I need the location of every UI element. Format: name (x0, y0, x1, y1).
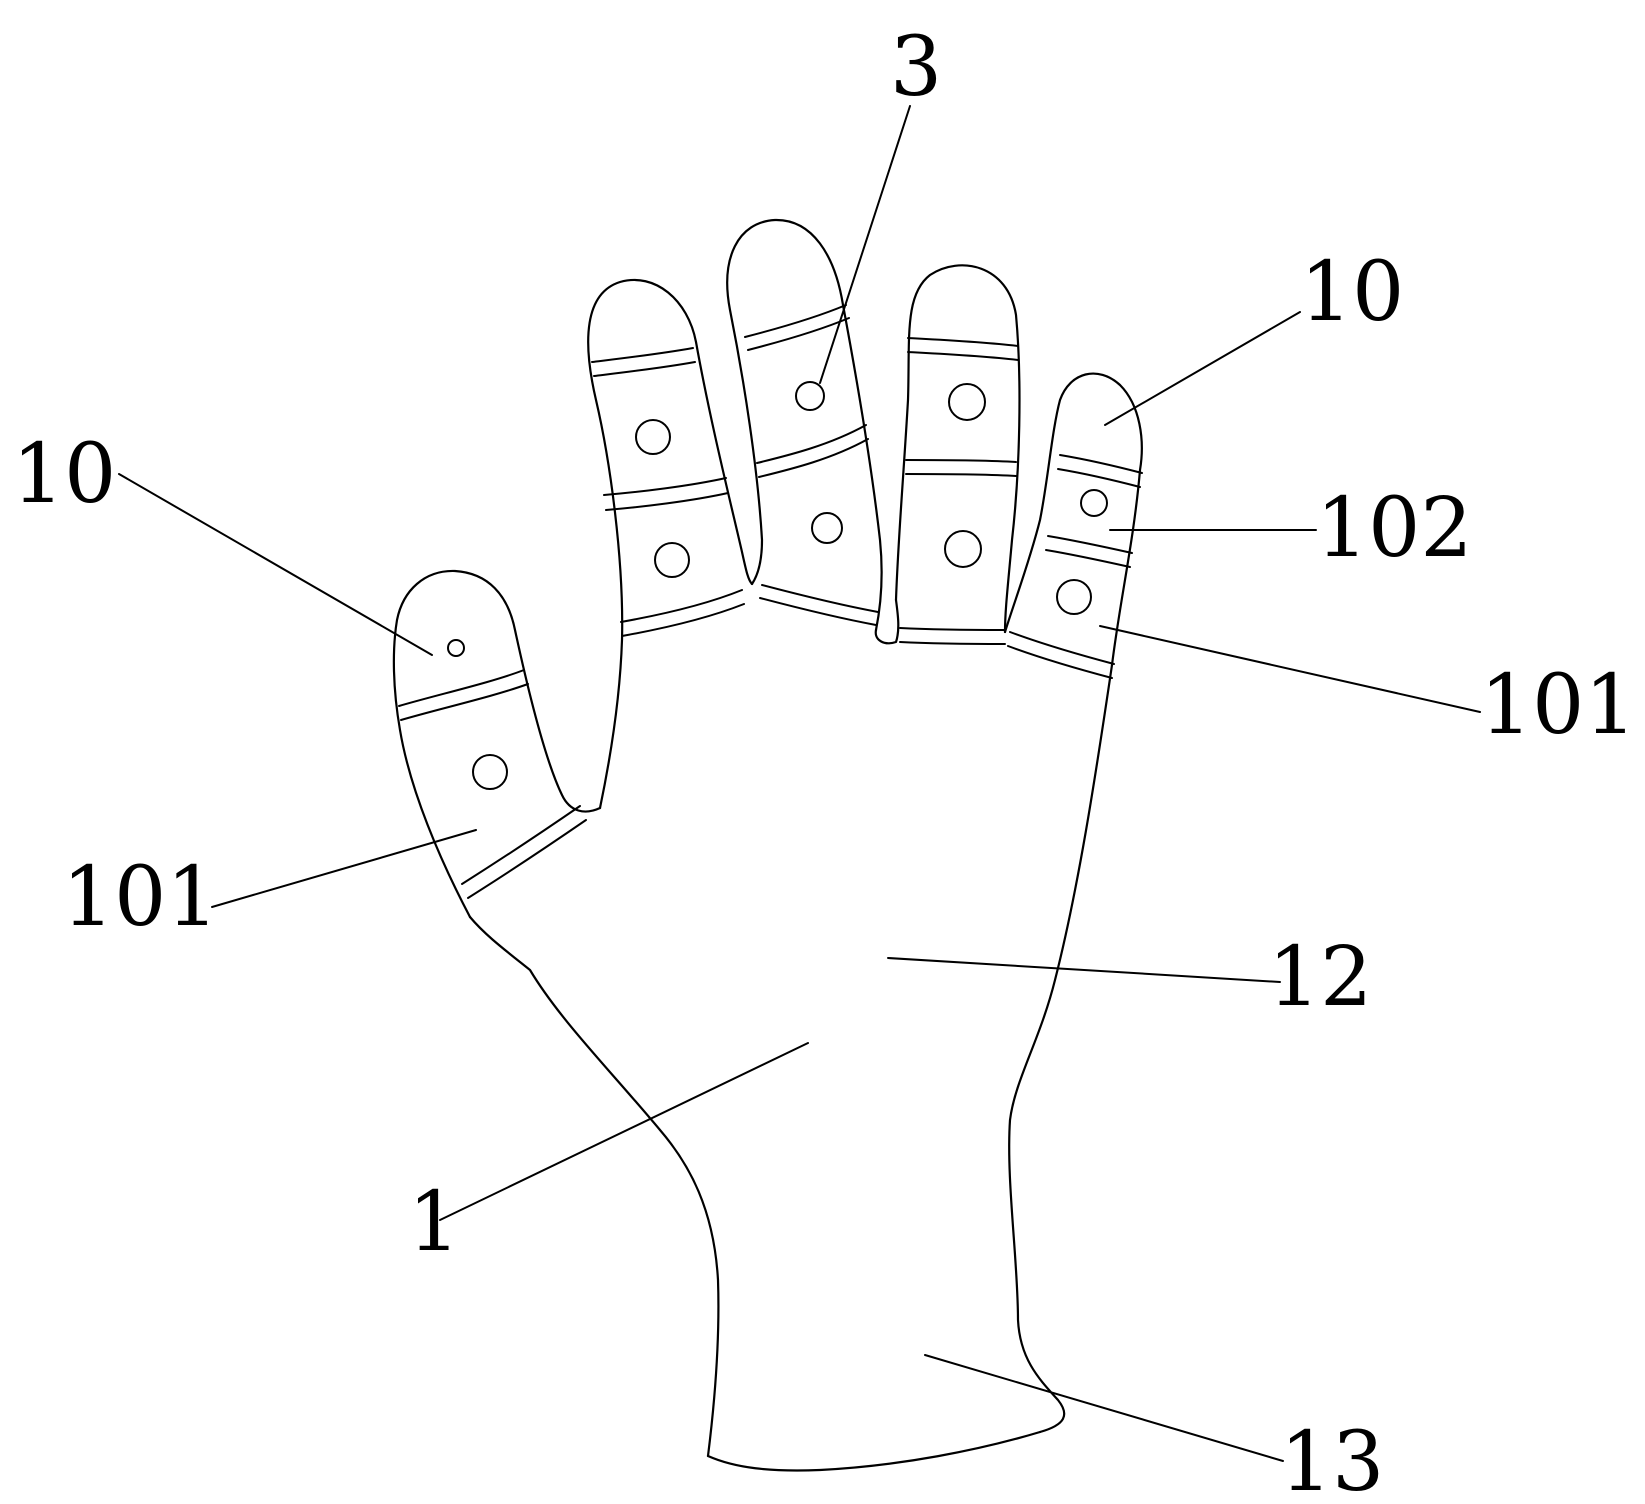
index-band-1b (593, 361, 696, 377)
thumb-band-base-a (461, 805, 581, 885)
thumb-band-upper-a (398, 669, 525, 707)
little-band-3b (1007, 645, 1113, 679)
ring-band-2a (905, 459, 1017, 463)
palm-right-outline (1008, 663, 1114, 1434)
label-fingertip-right: 10 (1300, 245, 1404, 340)
label-glove-body: 1 (408, 1175, 460, 1270)
label-segment-lower-left: 101 (62, 850, 219, 945)
ring-segment-dot-1 (948, 383, 986, 421)
thumb-tip-dot (447, 639, 465, 657)
little-band-2b (1045, 549, 1131, 568)
middle-band-1a (744, 304, 847, 338)
middle-band-2b (758, 438, 869, 478)
label-fingertip-left: 10 (12, 427, 116, 522)
leader-palm (887, 957, 1281, 983)
index-band-1a (591, 347, 694, 363)
cuff-opening-outline (706, 1430, 1042, 1472)
leader-fingertip-right (1104, 311, 1301, 426)
ring-segment-dot-2 (944, 530, 982, 568)
little-band-1b (1057, 468, 1141, 488)
ring-band-1a (907, 337, 1019, 347)
leader-sensor-point (819, 105, 911, 384)
index-segment-dot-2 (654, 542, 690, 578)
thumb-band-upper-b (400, 683, 529, 721)
leader-glove-body (439, 1042, 809, 1221)
ring-band-1b (907, 351, 1019, 361)
ring-band-3a (899, 627, 1006, 631)
thumb-band-base-b (467, 819, 587, 899)
glove-outline (392, 218, 1143, 1472)
little-band-2a (1047, 535, 1133, 554)
sensor-dots (447, 381, 1108, 790)
leader-lines (118, 105, 1481, 1462)
thumb-outline (392, 569, 602, 919)
index-band-3a (620, 589, 743, 623)
label-palm: 12 (1268, 930, 1372, 1025)
leader-segment-lower-right (1099, 625, 1481, 713)
little-finger-outline (1003, 372, 1143, 667)
finger-gap-notch (874, 598, 900, 645)
label-segment-lower-right: 101 (1480, 658, 1637, 753)
thumb-segment-dot (472, 754, 508, 790)
middle-finger-outline (726, 218, 883, 632)
palm-left-outline (468, 915, 720, 1458)
middle-segment-dot-2 (811, 512, 843, 544)
label-segment-upper-right: 102 (1316, 481, 1473, 576)
ring-band-2b (905, 473, 1017, 477)
label-cuff: 13 (1280, 1415, 1384, 1504)
middle-segment-dot-1 (795, 381, 825, 411)
middle-band-2a (756, 424, 867, 464)
index-band-2a (603, 477, 727, 496)
little-segment-dot-2 (1056, 579, 1092, 615)
middle-band-3b (759, 597, 877, 626)
segment-bands (398, 304, 1143, 899)
label-sensor-point: 3 (890, 20, 942, 115)
leader-segment-lower-left (211, 829, 477, 908)
little-segment-dot-1 (1080, 489, 1108, 517)
leader-cuff (924, 1354, 1284, 1462)
reference-labels: 10 3 10 102 101 101 12 1 13 (12, 20, 1637, 1504)
middle-band-3a (761, 584, 879, 613)
ring-finger-outline (894, 264, 1021, 634)
little-band-1a (1059, 454, 1143, 474)
little-band-3a (1009, 631, 1115, 665)
leader-fingertip-left (118, 473, 433, 656)
index-band-3b (621, 603, 745, 637)
ring-band-3b (899, 641, 1006, 645)
index-segment-dot-1 (635, 419, 671, 455)
index-band-2b (605, 492, 729, 511)
index-finger-outline (587, 278, 754, 810)
